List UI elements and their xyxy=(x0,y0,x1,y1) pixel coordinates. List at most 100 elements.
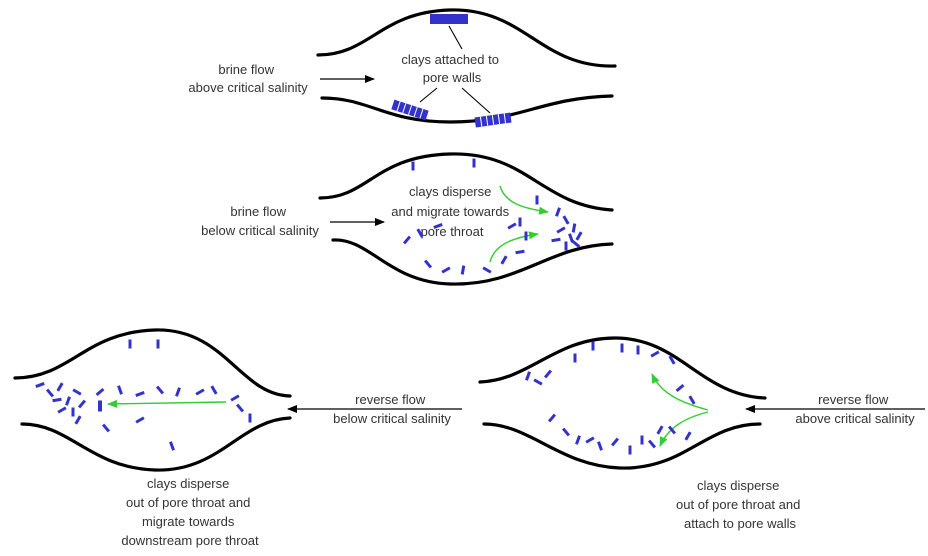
caption-line: clays disperse xyxy=(697,478,779,493)
clay-particle xyxy=(575,231,582,240)
clay-stack xyxy=(474,113,511,128)
clay-particle xyxy=(519,218,522,227)
clay-particle xyxy=(157,340,160,349)
clay-particle xyxy=(175,387,181,396)
clay-particle xyxy=(575,435,581,444)
flow-label-line: above critical salinity xyxy=(188,80,308,95)
clay-particle xyxy=(72,408,75,417)
clay-particle xyxy=(574,354,577,363)
clay-particle xyxy=(412,162,415,171)
clay-particle xyxy=(525,232,528,241)
clay-particle xyxy=(551,238,560,243)
flow-label-line: below critical salinity xyxy=(333,411,451,426)
clay-particle xyxy=(650,350,659,357)
clay-particle xyxy=(611,438,619,447)
clay-particle xyxy=(441,266,450,273)
flow-label-line: below critical salinity xyxy=(201,223,319,238)
clay-particle xyxy=(65,396,71,405)
panel-disperse-forward: brine flow below critical salinity clays… xyxy=(201,154,612,284)
clay-particle xyxy=(525,371,531,380)
migration-arrow xyxy=(652,374,708,410)
clay-particle xyxy=(236,404,244,413)
clay-particle xyxy=(56,382,63,391)
clay-particle xyxy=(96,388,105,396)
clay-particle xyxy=(461,265,466,274)
caption-line: clays attached to xyxy=(401,52,499,67)
pore-wall-top xyxy=(15,330,290,396)
clay-particle xyxy=(249,414,252,423)
caption-line: pore throat xyxy=(421,224,484,239)
clay-particle xyxy=(169,441,175,450)
clay-particle xyxy=(210,385,217,394)
clay-particle xyxy=(648,440,656,449)
clay-particle xyxy=(135,416,144,423)
leader-line xyxy=(462,88,490,113)
caption: clays disperse out of pore throat and mi… xyxy=(121,476,259,548)
clay-particle xyxy=(562,428,570,437)
clay-particle xyxy=(482,266,491,273)
clay-particle xyxy=(98,401,102,412)
clay-particle xyxy=(515,250,524,255)
caption-line: and migrate towards xyxy=(391,204,509,219)
flow-label-line: reverse flow xyxy=(355,392,426,407)
leader-line xyxy=(420,88,437,102)
clay-particle xyxy=(597,441,603,450)
caption: clays disperse out of pore throat and at… xyxy=(676,478,804,531)
panel-reverse-below: reverse flow below critical salinity cla… xyxy=(15,330,462,548)
clay-particle xyxy=(57,406,66,413)
caption-line: out of pore throat and xyxy=(126,495,250,510)
flow-label: brine flow below critical salinity xyxy=(201,204,319,238)
clay-particle xyxy=(572,223,577,232)
flow-label: brine flow above critical salinity xyxy=(188,62,308,95)
caption: clays disperse and migrate towards pore … xyxy=(391,184,512,239)
clay-particle xyxy=(556,226,565,233)
caption: clays attached to pore walls xyxy=(401,52,502,85)
clay-particle xyxy=(230,394,239,401)
caption-line: downstream pore throat xyxy=(121,533,259,548)
migration-arrow xyxy=(490,234,538,262)
clay-particle xyxy=(641,436,644,445)
caption-line: migrate towards xyxy=(142,514,235,529)
panel-attached: brine flow above critical salinity clays… xyxy=(188,10,615,128)
clay-particle xyxy=(585,436,594,443)
pore-wall-bottom xyxy=(322,96,612,122)
clay-particle xyxy=(688,395,695,404)
clay-particle xyxy=(135,391,144,397)
pore-wall-bottom xyxy=(484,424,760,468)
panel-reverse-above: reverse flow above critical salinity cla… xyxy=(480,338,925,531)
clay-particle xyxy=(565,242,568,251)
clay-particle xyxy=(548,414,556,423)
clay-particle xyxy=(507,222,516,229)
clay-particle xyxy=(117,385,123,394)
clay-particle xyxy=(572,240,581,248)
clay-particles xyxy=(525,342,695,455)
caption-line: out of pore throat and xyxy=(676,497,800,512)
migration-arrow xyxy=(660,412,708,446)
clay-particles xyxy=(35,340,251,451)
clay-particle xyxy=(78,400,86,409)
clay-particle xyxy=(536,196,539,205)
caption-line: clays disperse xyxy=(409,184,491,199)
clay-particle xyxy=(46,389,54,398)
clay-particle xyxy=(621,344,624,353)
pore-wall-bottom xyxy=(333,240,612,284)
clay-particle xyxy=(156,386,164,395)
caption-line: clays disperse xyxy=(147,476,229,491)
flow-label-line: brine flow xyxy=(230,204,286,219)
clay-particle xyxy=(533,378,542,385)
clay-particle xyxy=(629,446,632,455)
clay-particle xyxy=(544,370,552,379)
caption-line: attach to pore walls xyxy=(684,516,797,531)
clay-particle xyxy=(52,398,61,403)
clay-particle xyxy=(102,424,110,433)
clay-particle xyxy=(500,255,507,264)
clay-particle xyxy=(637,346,640,355)
clay-particle xyxy=(129,340,132,349)
clay-particle xyxy=(684,431,691,440)
clay-particle xyxy=(473,159,476,168)
caption-line: pore walls xyxy=(423,70,482,85)
pore-wall-top xyxy=(320,154,612,210)
clay-particle xyxy=(74,415,81,424)
clay-particle xyxy=(403,236,411,245)
clay-particle xyxy=(35,382,44,388)
